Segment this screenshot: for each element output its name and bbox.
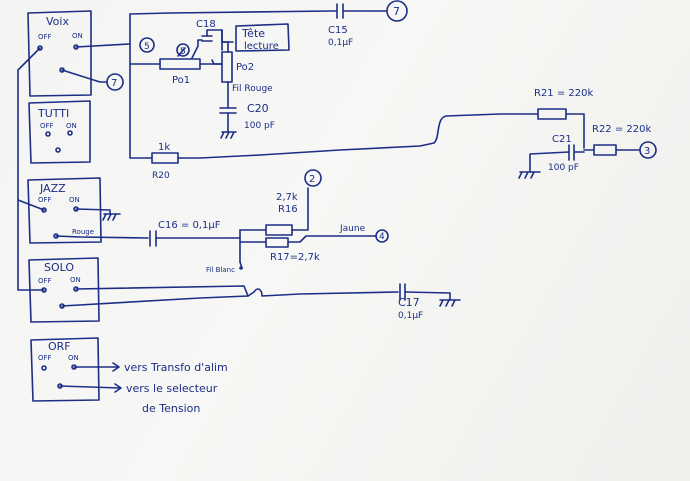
r17-label: R17=2,7k: [270, 252, 320, 263]
r16-value: 2,7k: [276, 192, 298, 203]
node-5-left: 5: [139, 37, 155, 53]
voix-contact: [37, 45, 43, 51]
orf-title: ORF: [48, 340, 71, 353]
node-4: [375, 229, 389, 243]
r16-label: R16: [278, 204, 298, 215]
node-3-label: 3: [644, 146, 650, 157]
voix-title: Voix: [46, 15, 69, 28]
c20-value: 100 pF: [244, 121, 275, 131]
po1-po2-network: 5 Po1 C18 Tête lecture Po2 Fil Rouge C20…: [129, 19, 290, 139]
fil-blanc-label: Fil Blanc: [206, 266, 235, 274]
solo-c17-wires: C17 0,1µF: [61, 283, 461, 321]
r20-network: 1k R20: [151, 113, 539, 181]
node-2: [304, 169, 322, 187]
r20-value: 1k: [158, 142, 170, 153]
r21-resistor: [537, 108, 567, 120]
po2-label: Po2: [236, 62, 254, 73]
r22-label: R22 = 220k: [592, 124, 651, 135]
tutti-contact: [67, 130, 73, 136]
orf-on-label: ON: [68, 354, 79, 362]
c18-label: C18: [196, 19, 216, 30]
tutti-contact: [45, 131, 51, 137]
c15-value: 0,1µF: [328, 38, 353, 48]
r16-resistor: [265, 224, 293, 236]
node-7-top: 7: [386, 0, 408, 22]
orf-off-label: OFF: [38, 354, 52, 362]
solo-on-label: ON: [70, 276, 81, 284]
node-3: [639, 141, 657, 159]
node-4-label: 4: [379, 232, 385, 242]
left-bus-wires: [17, 47, 107, 291]
c16-r16-r17-network: Rouge C16 = 0,1µF 2,7k R16 2 R17=2,7k Ja…: [55, 169, 389, 274]
solo-switch-box: SOLO OFF ON: [28, 257, 100, 323]
r22-resistor: [593, 144, 617, 156]
node-2-label: 2: [309, 174, 315, 185]
r21-resistor-group: R21 = 220k: [534, 88, 593, 149]
solo-title: SOLO: [44, 261, 74, 274]
node-5-po1-label: 5: [180, 47, 186, 57]
jazz-ground: [75, 208, 121, 221]
junction-dot: [239, 266, 243, 270]
node-5-left-label: 5: [144, 42, 150, 52]
c21-ground: [518, 171, 541, 179]
c17-value: 0,1µF: [398, 311, 423, 321]
voix-switch-box: Voix OFF ON: [27, 10, 92, 97]
node-5-po1: [176, 43, 190, 57]
tete-label: Tête: [241, 27, 265, 40]
c21-label: C21: [552, 134, 572, 145]
r17-resistor: [265, 237, 289, 248]
po2-resistor: [221, 51, 233, 83]
c17-ground: [439, 299, 461, 307]
c17-label: C17: [398, 296, 420, 309]
rouge-label: Rouge: [72, 228, 94, 236]
voix-off-label: OFF: [38, 33, 52, 41]
node-7-left: 7: [106, 73, 124, 91]
orf-outputs: vers Transfo d'alim vers le selecteur de…: [59, 361, 228, 415]
c21-r22-group: R22 = 220k 3 C21 100 pF: [518, 124, 657, 179]
c21-value: 100 pF: [548, 163, 579, 173]
tension-note: de Tension: [142, 402, 200, 415]
tutti-contact: [55, 147, 61, 153]
tete-lecture-box: [235, 23, 290, 52]
node-7-left-label: 7: [111, 78, 117, 89]
r20-label: R20: [152, 171, 170, 181]
r21-label: R21 = 220k: [534, 88, 593, 99]
r20-resistor: [151, 152, 179, 164]
jazz-on-label: ON: [69, 196, 80, 204]
voix-on-label: ON: [72, 32, 83, 40]
node-7-top-label: 7: [393, 5, 400, 18]
c20-ground: [220, 131, 237, 139]
c20-label: C20: [247, 102, 269, 115]
jazz-switch-box: JAZZ OFF ON: [27, 177, 102, 244]
po1-label: Po1: [172, 75, 190, 86]
tutti-switch-box: TUTTI OFF ON: [28, 100, 91, 164]
lecture-label: lecture: [244, 41, 279, 52]
c15-capacitor: C15 0,1µF: [328, 3, 353, 48]
tutti-on-label: ON: [66, 122, 77, 130]
jazz-title: JAZZ: [39, 182, 66, 195]
jazz-off-label: OFF: [38, 196, 52, 204]
c15-label: C15: [328, 25, 348, 36]
jaune-label: Jaune: [339, 224, 366, 234]
selecteur-note: vers le selecteur: [126, 382, 218, 395]
tutti-off-label: OFF: [40, 122, 54, 130]
solo-off-label: OFF: [38, 277, 52, 285]
orf-switch-box: ORF OFF ON: [30, 337, 100, 402]
orf-contact: [41, 365, 47, 371]
po1-resistor: [159, 58, 201, 70]
transfo-note: vers Transfo d'alim: [124, 361, 228, 374]
c16-label: C16 = 0,1µF: [158, 220, 221, 231]
fil-rouge-label: Fil Rouge: [232, 84, 273, 94]
tutti-title: TUTTI: [37, 107, 69, 120]
voix-top-wires: [75, 10, 387, 159]
